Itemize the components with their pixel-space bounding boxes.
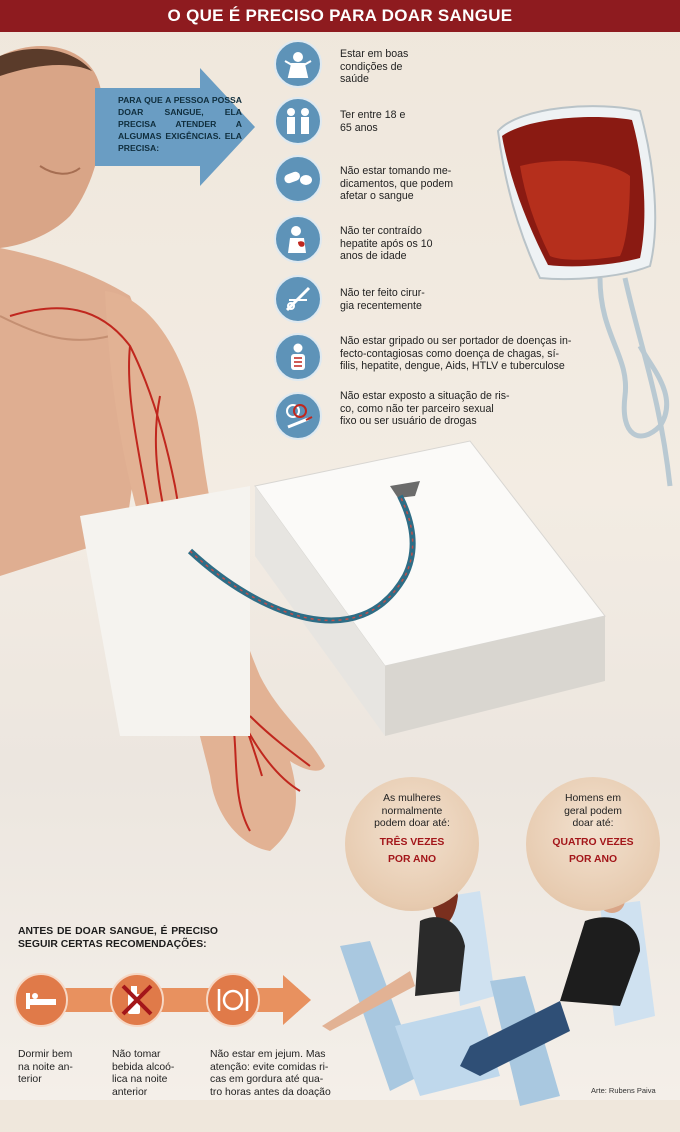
artist-credit: Arte: Rubens Paiva: [591, 1086, 656, 1095]
recommendations-title: ANTES DE DOAR SANGUE, É PRECISO SEGUIR C…: [18, 926, 218, 950]
intro-arrow: [95, 68, 255, 186]
no-alcohol-icon: [110, 973, 164, 1027]
page-title: O QUE É PRECISO PARA DOAR SANGUE: [0, 0, 680, 32]
bed-icon: [14, 973, 68, 1027]
surgery-tools-icon: [274, 275, 322, 323]
pills-icon: [274, 155, 322, 203]
intro-text: PARA QUE A PESSOA POSSA DOAR SANGUE, ELA…: [118, 95, 242, 153]
donation-machine-illustration: [80, 440, 606, 736]
sick-person-icon: [274, 333, 322, 381]
risk-behavior-icon: [274, 392, 322, 440]
woman-donor-illustration: [322, 882, 500, 1096]
donor-torso-illustration: [0, 248, 142, 576]
healthy-person-icon: [274, 40, 322, 88]
plate-cutlery-icon: [206, 973, 260, 1027]
donor-head-illustration: [0, 46, 104, 248]
hepatitis-icon: [274, 215, 322, 263]
recommendations-arrow: [283, 975, 311, 1025]
blood-bag-illustration: [496, 105, 673, 487]
man-donor-illustration: [460, 884, 655, 1106]
illustration-background: [0, 46, 673, 1106]
age-range-icon: [274, 97, 322, 145]
